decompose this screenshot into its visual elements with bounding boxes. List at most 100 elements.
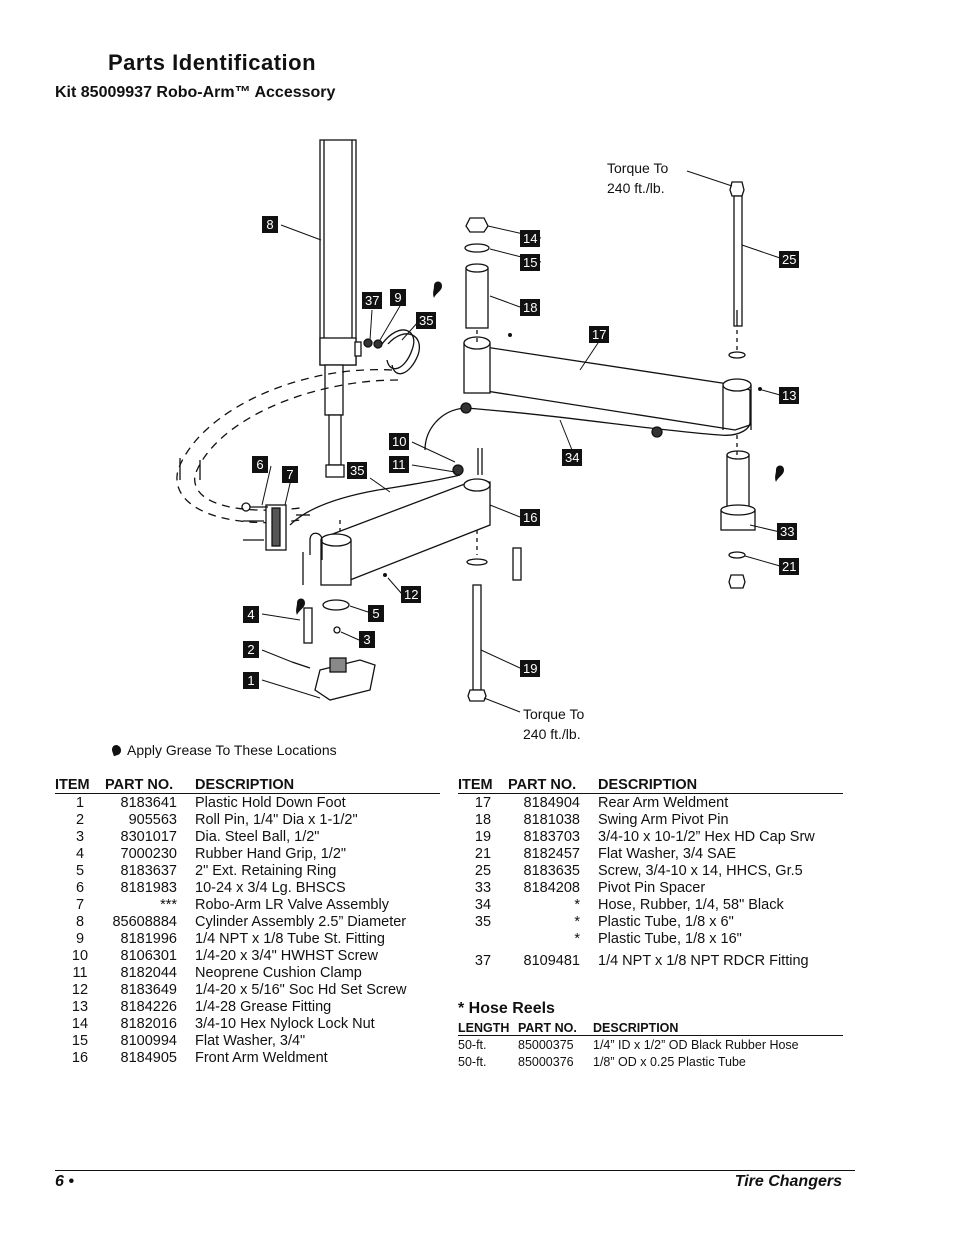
col-item: ITEM [458, 776, 508, 794]
table-cell: 85608884 [112, 913, 177, 930]
grease-legend-text: Apply Grease To These Locations [127, 742, 337, 758]
table-cell: 8182016 [120, 1015, 177, 1032]
table-cell: 7 [75, 896, 85, 913]
footer-divider [55, 1170, 855, 1171]
torque-note-top: Torque To 240 ft./lb. [607, 160, 669, 196]
table-row: 9 8181996 1/4 NPT x 1/8 Tube St. Fitting [55, 930, 440, 947]
table-cell: Plastic Hold Down Foot [195, 794, 346, 811]
callout-9: 9 [390, 289, 406, 306]
table-cell: 8109481 [523, 953, 580, 969]
table-cell: 14 [71, 1015, 89, 1032]
table-cell: * [574, 896, 580, 913]
kit-subtitle: Kit 85009937 Robo-Arm™ Accessory [55, 84, 336, 101]
table-cell: 9 [75, 930, 85, 947]
table-cell: Plastic Tube, 1/8 x 16" [598, 930, 742, 947]
callout-13: 13 [779, 387, 800, 404]
col-description: DESCRIPTION [598, 776, 843, 794]
table-cell: 1/4” ID x 1/2” OD Black Rubber Hose [593, 1037, 799, 1052]
table-row: 1 8183641 Plastic Hold Down Foot [55, 794, 440, 812]
table-cell: 8301017 [120, 828, 177, 845]
table-cell: 1/4-20 x 5/16" Soc Hd Set Screw [195, 981, 407, 998]
table-cell: 1/8” OD x 0.25 Plastic Tube [593, 1054, 746, 1069]
exploded-parts-diagram [176, 139, 784, 713]
callout-35-mid: 35 [347, 462, 368, 479]
table-cell: 50-ft. [458, 1037, 487, 1052]
table-cell: 1/4 NPT x 1/8 Tube St. Fitting [195, 930, 385, 947]
callout-21: 21 [779, 558, 800, 575]
table-cell: 3/4-10 x 10-1/2” Hex HD Cap Srw [598, 828, 815, 845]
table-cell: 8184226 [120, 998, 177, 1015]
callout-12: 12 [401, 586, 422, 603]
table-cell: 6 [75, 879, 85, 896]
table-row: 34*Hose, Rubber, 1/4, 58" Black [458, 896, 843, 913]
table-row: *Plastic Tube, 1/8 x 16" [458, 930, 843, 947]
table-cell: 17 [474, 794, 492, 811]
table-cell: 1 [75, 794, 85, 811]
table-cell: 8183635 [523, 862, 580, 879]
table-cell: 10 [71, 947, 89, 964]
parts-table-left: ITEM PART NO. DESCRIPTION 1 8183641 Plasti… [55, 776, 440, 1066]
table-cell: * [574, 913, 580, 930]
table-cell: Cylinder Assembly 2.5” Diameter [195, 913, 407, 930]
table-cell: 2 [75, 811, 85, 828]
table-row: 4 7000230 Rubber Hand Grip, 1/2" [55, 845, 440, 862]
table-cell: Plastic Tube, 1/8 x 6" [598, 913, 734, 930]
callout-3: 3 [359, 631, 375, 648]
col-length: LENGTH [458, 1020, 518, 1036]
table-cell: 8184208 [523, 879, 580, 896]
table-header-row: ITEM PART NO. DESCRIPTION [458, 776, 843, 794]
callout-18: 18 [520, 299, 541, 316]
callout-37: 37 [362, 292, 383, 309]
callout-34: 34 [562, 449, 583, 466]
table-cell: 37 [474, 953, 492, 969]
table-cell: 8183641 [120, 794, 177, 811]
table-cell: 34 [474, 896, 492, 913]
table-cell: 11 [72, 964, 88, 981]
table-cell: 16 [71, 1049, 89, 1066]
table-row: 35*Plastic Tube, 1/8 x 6" [458, 913, 843, 930]
callout-15: 15 [520, 254, 541, 271]
table-cell: 7000230 [120, 845, 177, 862]
hose-reels-table: LENGTH PART NO. DESCRIPTION 50-ft. 850003… [458, 1020, 843, 1070]
table-cell: Flat Washer, 3/4" [195, 1032, 306, 1049]
table-cell: 8182457 [523, 845, 580, 862]
table-cell: 4 [75, 845, 85, 862]
callout-17: 17 [589, 326, 610, 343]
callout-4: 4 [243, 606, 259, 623]
table-cell: 1/4-20 x 3/4" HWHST Screw [195, 947, 378, 964]
callout-33: 33 [777, 523, 798, 540]
callout-35-top: 35 [416, 312, 437, 329]
table-cell: 1/4-28 Grease Fitting [195, 998, 332, 1015]
col-description: DESCRIPTION [593, 1020, 843, 1036]
grease-legend: Apply Grease To These Locations [110, 742, 337, 758]
table-cell: 85000375 [518, 1037, 574, 1052]
table-header-row: ITEM PART NO. DESCRIPTION [55, 776, 440, 794]
col-item: ITEM [55, 776, 105, 794]
table-cell: Rubber Hand Grip, 1/2" [195, 845, 347, 862]
col-description: DESCRIPTION [195, 776, 440, 794]
page-number: 6 • [55, 1173, 74, 1190]
table-cell: 85000376 [518, 1054, 574, 1069]
section-name: Tire Changers [734, 1173, 842, 1190]
torque-note-bottom: Torque To 240 ft./lb. [523, 706, 585, 742]
table-cell: 8184905 [120, 1049, 177, 1066]
callout-7: 7 [282, 466, 298, 483]
table-cell: 8181996 [120, 930, 177, 947]
table-cell: 25 [474, 862, 492, 879]
table-cell: 21 [474, 845, 492, 862]
page-title: Parts Identification [108, 50, 317, 75]
table-cell: 10-24 x 3/4 Lg. BHSCS [195, 879, 346, 896]
table-cell: Swing Arm Pivot Pin [598, 811, 729, 828]
table-header-row: LENGTH PART NO. DESCRIPTION [458, 1020, 843, 1036]
